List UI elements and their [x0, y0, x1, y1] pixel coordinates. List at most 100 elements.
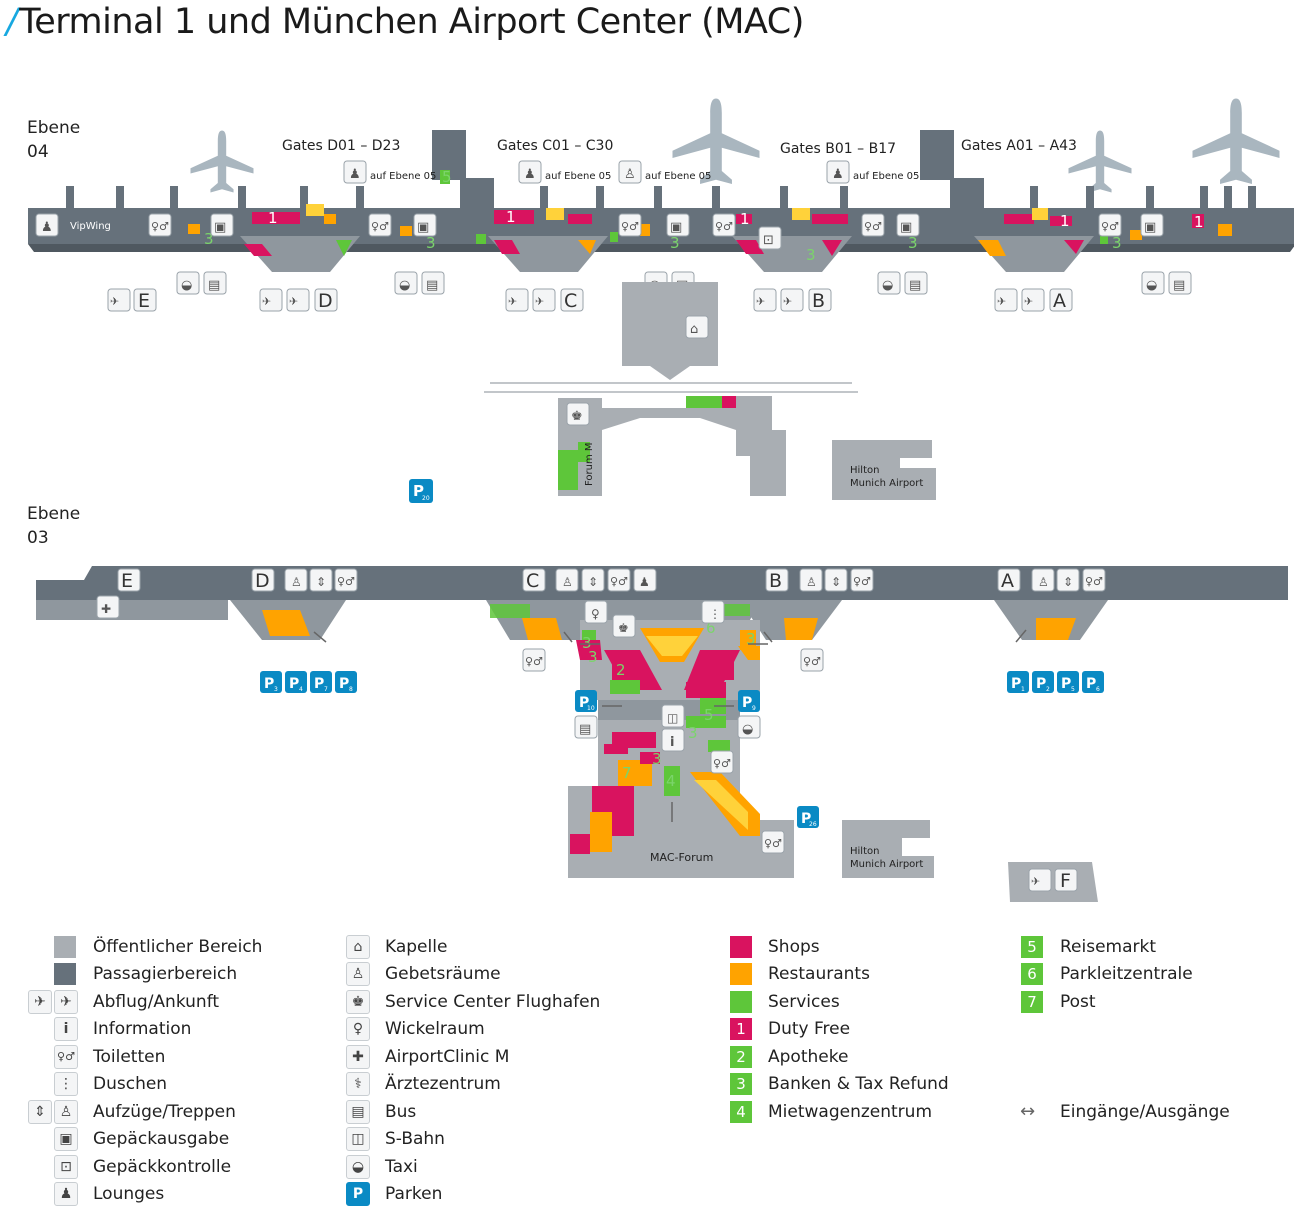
svg-text:♀♂: ♀♂: [853, 575, 871, 588]
svg-text:3: 3: [274, 686, 278, 693]
svg-text:♟: ♟: [349, 167, 361, 182]
svg-text:C: C: [526, 570, 539, 592]
level-label-03: Ebene 03: [27, 504, 81, 548]
baggage-claim-icon: ▣: [54, 1127, 78, 1151]
title-text: Terminal 1 und München Airport Center (M…: [19, 2, 804, 42]
vipwing-label: VipWing: [70, 221, 111, 232]
svg-text:3: 3: [652, 750, 662, 768]
doctors-icon: ⚕: [346, 1072, 370, 1096]
public-area-swatch: [54, 936, 76, 958]
gates-c-label: Gates C01 – C30: [497, 138, 613, 154]
stairs-icon: ♙: [54, 1100, 78, 1124]
svg-text:2: 2: [1046, 686, 1050, 693]
svg-text:B: B: [812, 290, 825, 312]
svg-text:P: P: [1011, 676, 1021, 692]
svg-text:♟: ♟: [41, 220, 53, 235]
svg-text:✈: ✈: [110, 295, 119, 308]
service-center-icon: ♚: [566, 402, 590, 426]
svg-text:♙: ♙: [291, 575, 302, 589]
svg-text:1: 1: [1194, 213, 1204, 231]
svg-text:▣: ▣: [214, 220, 226, 235]
level-note: auf Ebene 05: [370, 171, 436, 182]
svg-text:A: A: [1053, 290, 1066, 312]
svg-text:♀♂: ♀♂: [764, 837, 782, 850]
svg-text:2: 2: [616, 661, 626, 679]
svg-text:D: D: [255, 570, 270, 592]
entrance-exit-icon: ↔: [1020, 1101, 1036, 1122]
svg-text:P: P: [801, 811, 811, 827]
terminal-map: 1 1 1 1 1 3 3 3 3 3 3 5 Gates D01 – D23 …: [28, 98, 1294, 902]
svg-text:P: P: [289, 676, 299, 692]
airplane-icon: [190, 130, 254, 193]
page-title: /Terminal 1 und München Airport Center (…: [6, 2, 804, 42]
svg-text:4: 4: [666, 772, 676, 790]
svg-text:i: i: [670, 735, 674, 750]
svg-text:5: 5: [704, 706, 714, 724]
lounge-icon: ♟: [35, 213, 59, 237]
svg-text:♙: ♙: [1038, 575, 1049, 589]
svg-text:P: P: [314, 676, 324, 692]
svg-text:♀♂: ♀♂: [610, 575, 628, 588]
svg-text:P: P: [339, 676, 349, 692]
svg-text:5: 5: [442, 168, 452, 186]
svg-text:▣: ▣: [900, 220, 912, 235]
svg-text:P: P: [579, 695, 589, 711]
svg-text:♀♂: ♀♂: [525, 655, 543, 668]
svg-text:♀♂: ♀♂: [803, 655, 821, 668]
svg-text:P: P: [742, 695, 752, 711]
svg-text:♀♂: ♀♂: [864, 220, 882, 233]
svg-text:P: P: [1086, 676, 1096, 692]
corridor-icons-04: ♀♂ ▣ ♀♂ ▣ ♀♂ ▣ ♀♂ ⊡ ♀♂ ▣ ♀♂ ▣: [148, 213, 1164, 250]
svg-text:20: 20: [422, 495, 430, 502]
terminal-f-block: [1008, 862, 1098, 902]
svg-text:♙: ♙: [562, 575, 573, 589]
svg-text:▤: ▤: [1173, 278, 1185, 293]
hilton-block-03: [842, 820, 934, 878]
svg-text:7: 7: [324, 686, 328, 693]
toilets-icon: ♀♂: [54, 1045, 78, 1069]
svg-text:26: 26: [809, 821, 817, 828]
svg-text:3: 3: [1112, 234, 1122, 252]
svg-text:◫: ◫: [667, 711, 678, 725]
svg-text:5: 5: [1071, 686, 1075, 693]
svg-text:▤: ▤: [208, 278, 220, 293]
lounge-icon: ♟: [518, 160, 542, 184]
level-note: auf Ebene 05: [545, 171, 611, 182]
svg-text:3: 3: [204, 230, 214, 248]
lounge-icon: ♟: [826, 160, 850, 184]
svg-text:3: 3: [670, 234, 680, 252]
services-swatch: [730, 991, 752, 1013]
svg-text:♀♂: ♀♂: [1101, 220, 1119, 233]
baggage-check-icon: ⊡: [54, 1155, 78, 1179]
svg-text:♀♂: ♀♂: [371, 220, 389, 233]
svg-text:1: 1: [268, 209, 278, 227]
parking-icon: P: [346, 1182, 370, 1206]
public-area-block: [622, 282, 718, 380]
svg-text:3: 3: [806, 246, 816, 264]
svg-text:✈: ✈: [783, 295, 792, 308]
level-note: auf Ebene 05: [645, 171, 711, 182]
parking-icon: P 20: [409, 479, 433, 503]
svg-text:6: 6: [706, 619, 716, 637]
svg-text:3: 3: [688, 724, 698, 742]
airplane-icon: [1192, 98, 1280, 185]
lounge-icon: ♟: [343, 160, 367, 184]
svg-text:✈: ✈: [262, 295, 271, 308]
prayer-room-icon: ♙: [346, 962, 370, 986]
svg-text:◒: ◒: [1146, 278, 1157, 293]
svg-text:♀♂: ♀♂: [1085, 575, 1103, 588]
svg-text:8: 8: [349, 686, 353, 693]
svg-text:♀♂: ♀♂: [713, 757, 731, 770]
airplane-icon: [1068, 130, 1132, 193]
baby-changing-icon: ♀: [346, 1017, 370, 1041]
departure-icon: ✈: [28, 990, 52, 1014]
mac-forum-label: MAC-Forum: [650, 851, 713, 864]
shops-swatch: [730, 936, 752, 958]
svg-text:⇕: ⇕: [588, 575, 598, 589]
svg-text:♀♂: ♀♂: [151, 220, 169, 233]
svg-text:⇕: ⇕: [1063, 575, 1073, 589]
information-icon: i: [54, 1017, 78, 1041]
